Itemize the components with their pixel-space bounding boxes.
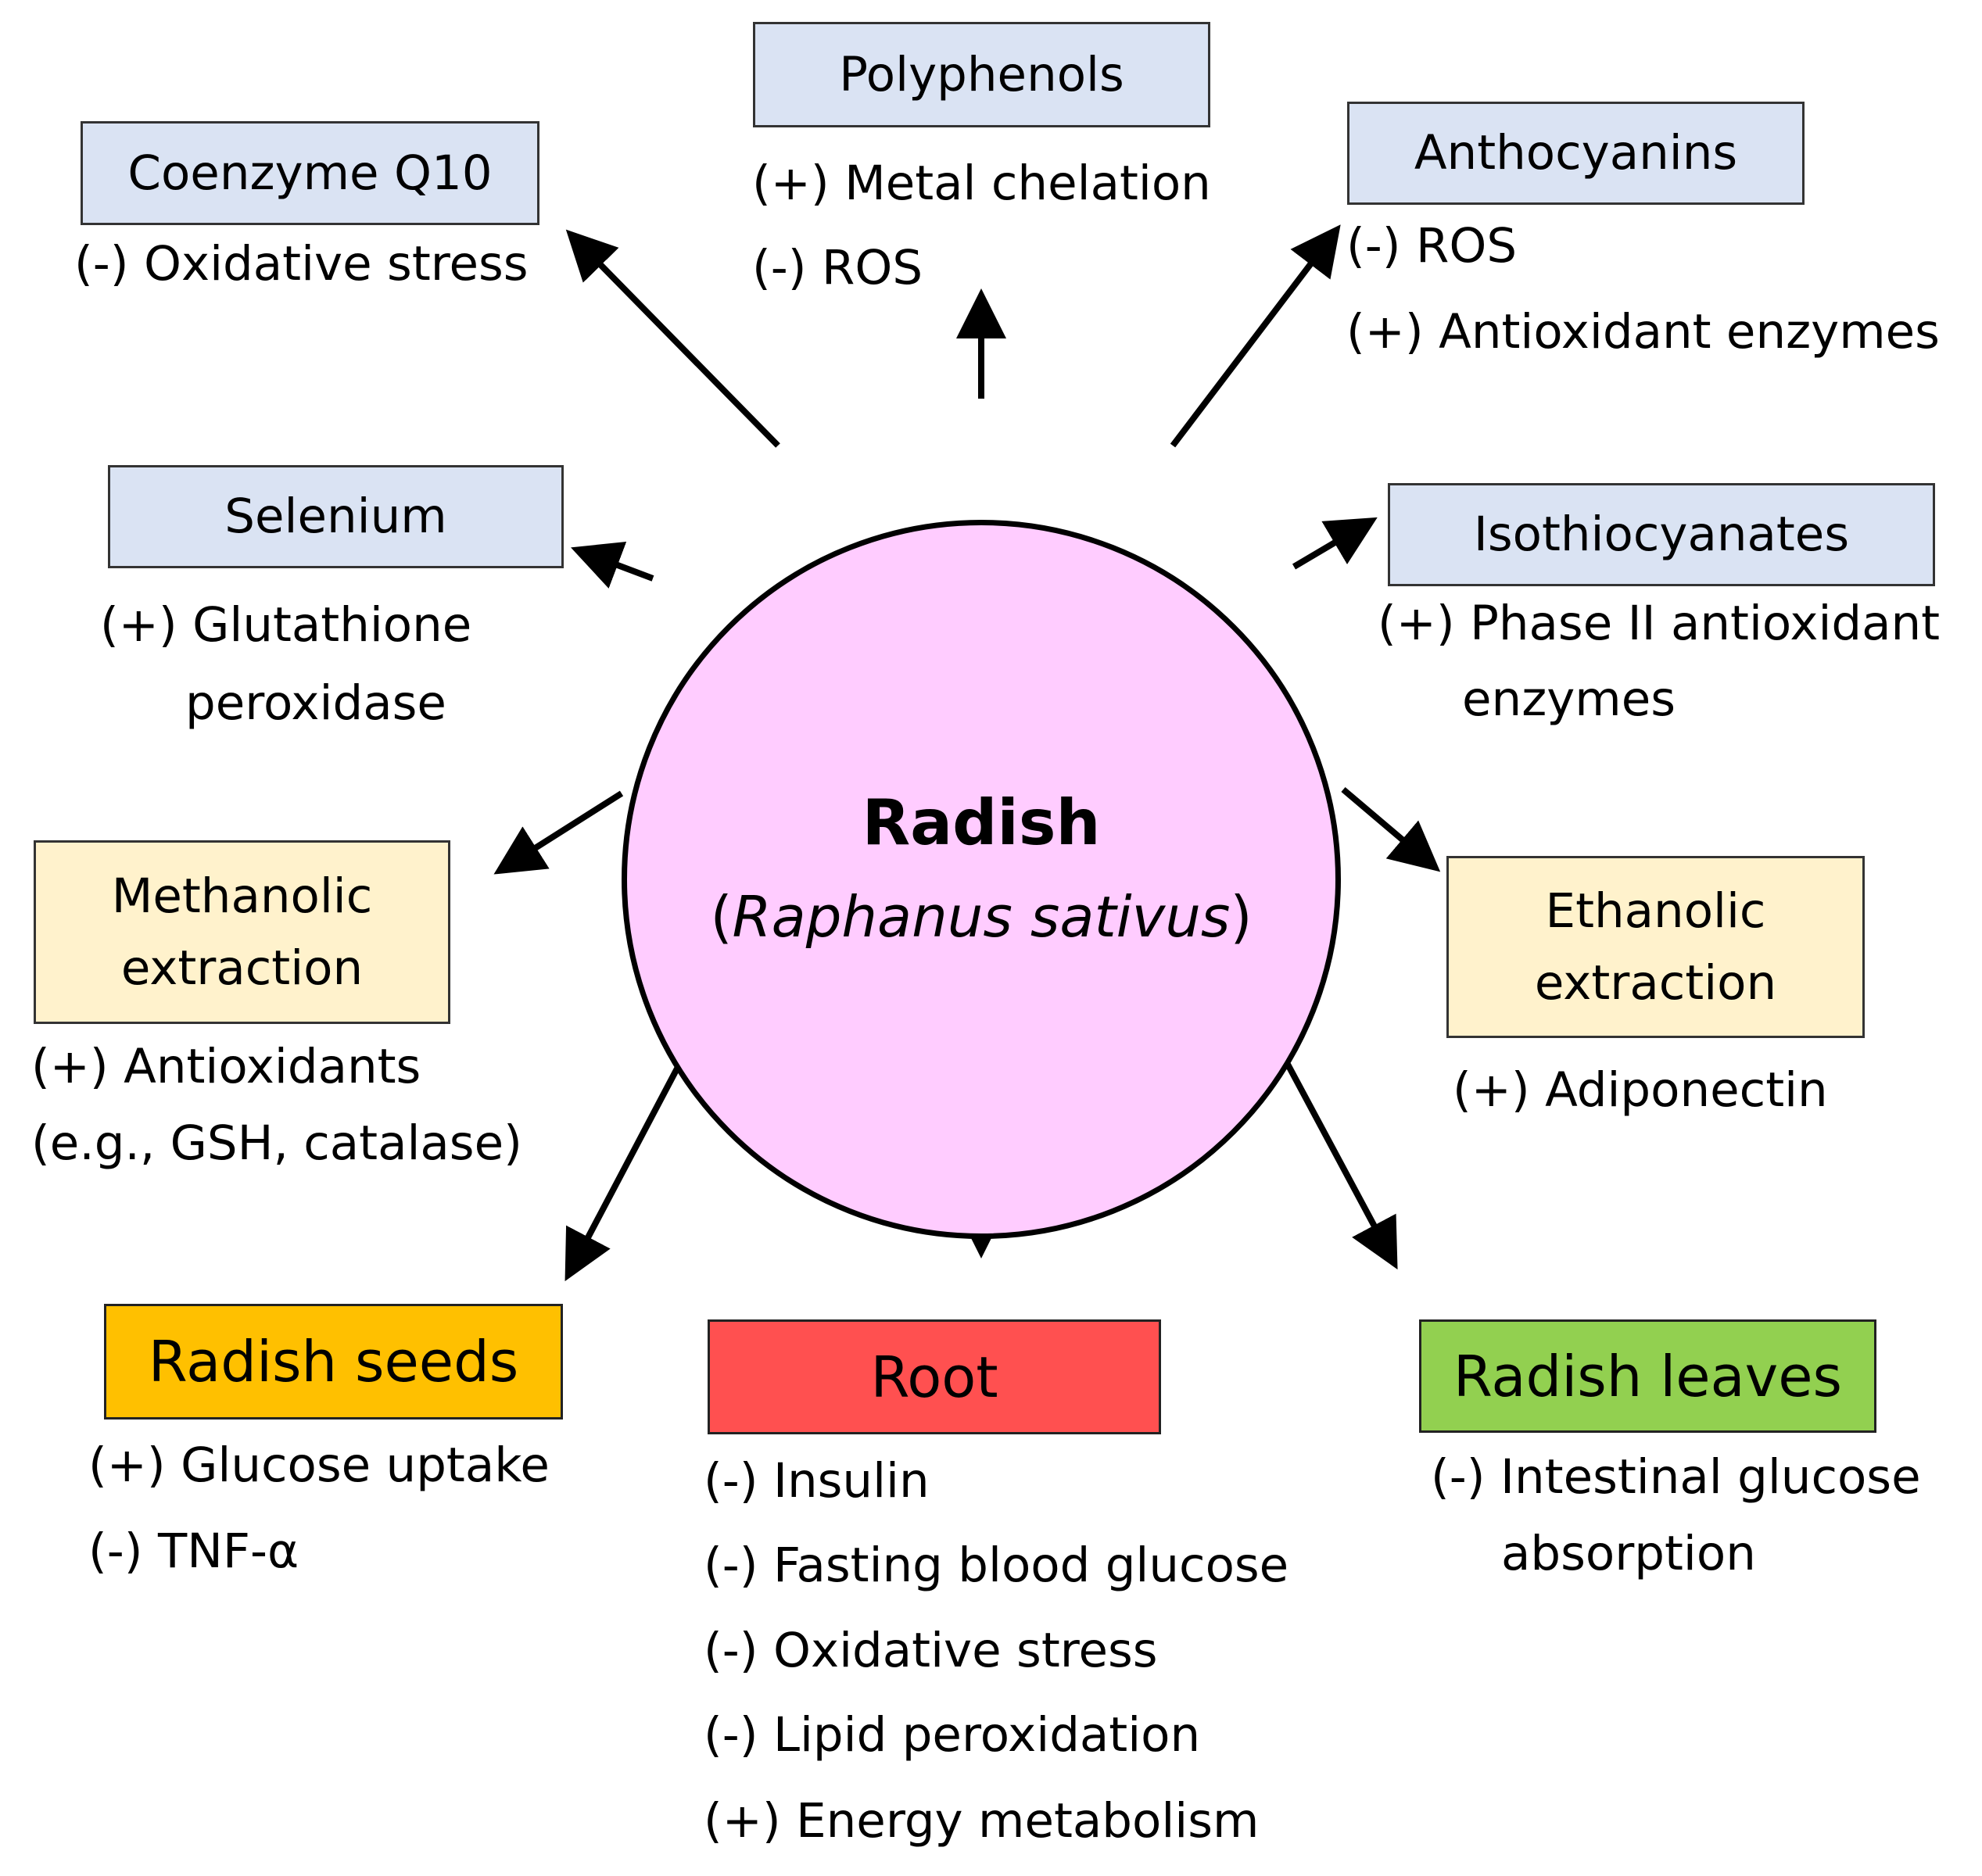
node-methanolic-extraction: Methanolic extraction xyxy=(34,840,450,1024)
node-root: Root xyxy=(708,1319,1161,1434)
effect-seeds-2: (-) TNF-α xyxy=(88,1523,299,1579)
node-ethanolic-extraction: Ethanolic extraction xyxy=(1446,856,1865,1038)
effect-root-2: (-) Fasting blood glucose xyxy=(704,1538,1289,1593)
arrow-ethanolic xyxy=(1341,786,1441,872)
arrow-anthocyanins xyxy=(1170,224,1341,448)
arrow-coenzyme-q10 xyxy=(565,229,780,448)
effect-anthocyanins-2: (+) Antioxidant enzymes xyxy=(1346,304,1940,360)
effect-methanolic-1: (+) Antioxidants xyxy=(31,1039,421,1094)
node-isothiocyanates: Isothiocyanates xyxy=(1388,483,1935,586)
effect-anthocyanins-1: (-) ROS xyxy=(1346,218,1518,274)
effect-isothiocyanates-2: enzymes xyxy=(1462,671,1676,727)
effect-polyphenols-2: (-) ROS xyxy=(752,240,923,295)
open-paren: ( xyxy=(710,883,733,950)
center-species: Raphanus sativus xyxy=(732,883,1231,950)
close-paren: ) xyxy=(1230,883,1253,950)
effect-selenium-1: (+) Glutathione xyxy=(100,597,472,653)
node-radish-leaves: Radish leaves xyxy=(1419,1319,1876,1433)
effect-isothiocyanates-1: (+) Phase II antioxidant xyxy=(1378,596,1941,651)
node-coenzyme-q10: Coenzyme Q10 xyxy=(81,121,539,225)
arrow-selenium xyxy=(571,542,654,589)
node-radish-seeds: Radish seeds xyxy=(104,1304,563,1420)
effect-coenzyme-q10-1: (-) Oxidative stress xyxy=(74,236,529,292)
arrow-methanolic xyxy=(493,790,624,875)
effect-root-3: (-) Oxidative stress xyxy=(704,1623,1158,1678)
center-node-radish: Radish (Raphanus sativus) xyxy=(622,520,1341,1239)
effect-seeds-1: (+) Glucose uptake xyxy=(88,1437,550,1493)
effect-polyphenols-1: (+) Metal chelation xyxy=(752,156,1211,211)
effect-ethanolic-1: (+) Adiponectin xyxy=(1453,1062,1828,1118)
arrow-isothiocyanates xyxy=(1292,517,1378,570)
effect-leaves-1: (-) Intestinal glucose xyxy=(1431,1449,1921,1505)
effect-root-5: (+) Energy metabolism xyxy=(704,1793,1260,1849)
effect-methanolic-2: (e.g., GSH, catalase) xyxy=(31,1115,522,1171)
center-species-line: (Raphanus sativus) xyxy=(710,870,1252,964)
center-title: Radish xyxy=(862,786,1101,859)
node-anthocyanins: Anthocyanins xyxy=(1347,102,1805,205)
node-polyphenols: Polyphenols xyxy=(753,22,1210,127)
node-selenium: Selenium xyxy=(108,465,564,568)
effect-selenium-2: peroxidase xyxy=(185,675,446,731)
effect-root-4: (-) Lipid peroxidation xyxy=(704,1707,1201,1763)
effect-leaves-2: absorption xyxy=(1501,1526,1756,1581)
effect-root-1: (-) Insulin xyxy=(704,1453,930,1509)
